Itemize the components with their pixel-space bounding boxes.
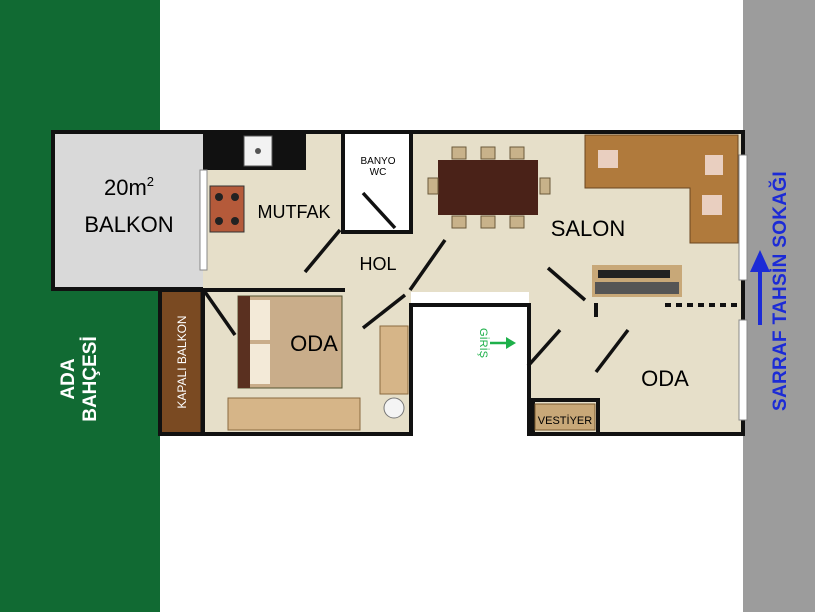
tv-unit bbox=[592, 265, 682, 297]
closed-balcony-label: KAPALI BALKON bbox=[175, 315, 189, 408]
hall-label: HOL bbox=[359, 254, 396, 274]
street-label: SARRAF TAHSİN SOKAĞI bbox=[770, 171, 791, 411]
walls bbox=[158, 130, 745, 436]
wardrobe bbox=[534, 403, 596, 431]
bedroom-left-label: ODA bbox=[290, 331, 338, 356]
street-area bbox=[743, 0, 815, 612]
dining-table bbox=[427, 146, 551, 229]
garden-area bbox=[0, 0, 160, 612]
entrance-arrow bbox=[490, 337, 516, 349]
bed bbox=[237, 295, 343, 389]
bath-label-line1: BANYO bbox=[360, 156, 395, 167]
bedroom-furniture bbox=[227, 325, 409, 431]
living-room-label: SALON bbox=[551, 216, 626, 241]
wardrobe-label: VESTİYER bbox=[538, 414, 592, 427]
garden-label: ADA BAHÇESİ bbox=[58, 324, 128, 434]
garden-label-line2: BAHÇESİ bbox=[80, 336, 101, 422]
bedroom-right-label: ODA bbox=[641, 366, 689, 391]
balcony-floor bbox=[51, 130, 207, 291]
bath-label-line2: WC bbox=[370, 167, 387, 178]
balcony-area-label: 20m2 bbox=[104, 174, 154, 200]
entrance-label: GİRİŞ bbox=[477, 328, 490, 358]
windows bbox=[199, 154, 748, 421]
door-swings bbox=[203, 191, 630, 374]
kitchen-label: MUTFAK bbox=[257, 202, 330, 222]
kitchen-fixtures bbox=[209, 135, 273, 233]
street-arrow bbox=[750, 250, 770, 325]
garden-label-line1: ADA bbox=[58, 358, 79, 400]
sofa bbox=[584, 134, 739, 244]
balcony-label: BALKON bbox=[84, 212, 173, 237]
